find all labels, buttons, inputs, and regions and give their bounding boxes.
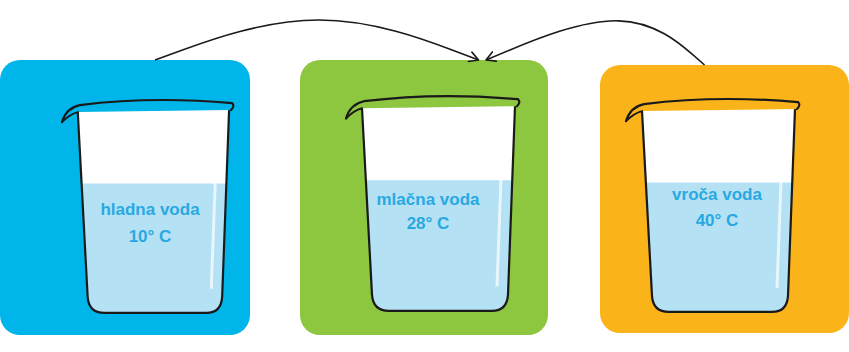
- beaker-card: mlačna voda 28° C: [300, 60, 548, 335]
- pour-arrow: [155, 20, 479, 60]
- temperature-value: 10° C: [50, 227, 250, 247]
- temperature-value: 28° C: [328, 214, 528, 234]
- beaker-illustration: [622, 87, 802, 323]
- beaker-card: vroča voda 40° C: [600, 65, 849, 333]
- pour-arrow: [486, 21, 705, 65]
- beaker-shape: [626, 99, 799, 312]
- temperature-value: 40° C: [617, 211, 817, 231]
- water-label: mlačna voda: [328, 190, 528, 210]
- water-label: hladna voda: [50, 200, 250, 220]
- beaker-card: hladna voda 10° C: [0, 60, 250, 335]
- water-label: vroča voda: [617, 185, 817, 205]
